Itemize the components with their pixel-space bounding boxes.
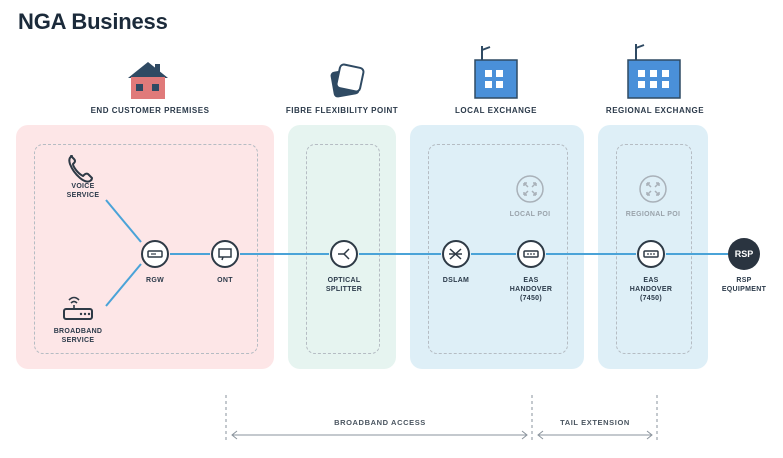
dslam-label: DSLAM [442, 277, 470, 284]
voice-service-label-line1: VOICE [71, 183, 95, 190]
link-lines [105, 199, 728, 307]
regional-exchange-building-icon [627, 44, 681, 99]
router-icon [147, 250, 163, 258]
range-markers [225, 395, 658, 440]
rsp-badge-text: RSP [734, 249, 754, 259]
rsp-equipment-label-line2: EQUIPMENT [721, 286, 767, 293]
eas-local-label: EAS HANDOVER (7450) [491, 276, 571, 303]
tail-extension-label: TAIL EXTENSION [560, 418, 630, 427]
eas-regional-label-line1: EAS [643, 277, 659, 284]
local-exchange-building-icon [474, 46, 518, 99]
rgw-label: RGW [145, 277, 164, 284]
voice-service-label: VOICE SERVICE [43, 182, 123, 200]
local-dashed-box [428, 144, 568, 354]
dslam-icon [449, 248, 462, 260]
zone-label-regional: REGIONAL EXCHANGE [605, 106, 705, 115]
splitter-label-line1: OPTICAL [327, 277, 361, 284]
zone-label-customer: END CUSTOMER PREMISES [90, 106, 210, 115]
local-poi-icon [516, 175, 544, 203]
local-poi-label: LOCAL POI [509, 211, 551, 218]
zone-label-local: LOCAL EXCHANGE [455, 106, 537, 115]
broadband-service-label: BROADBAND SERVICE [38, 327, 118, 345]
eas-regional-label-line2: HANDOVER [629, 286, 673, 293]
switch-icon [643, 250, 659, 258]
eas-regional-label-line3: (7450) [639, 295, 663, 302]
phone-icon [68, 155, 93, 183]
ont-device-icon [218, 248, 232, 261]
house-icon [128, 62, 168, 99]
ont-label: ONT [217, 277, 233, 284]
zone-label-ffp: FIBRE FLEXIBILITY POINT [285, 106, 399, 115]
rsp-node[interactable]: RSP [728, 238, 760, 270]
splitter-node[interactable] [330, 240, 358, 268]
rsp-equipment-label: RSP EQUIPMENT [704, 276, 783, 294]
range-arrows [231, 430, 653, 440]
splitter-label: OPTICAL SPLITTER [304, 276, 384, 294]
eas-local-label-line3: (7450) [519, 295, 543, 302]
broadband-access-label: BROADBAND ACCESS [334, 418, 426, 427]
splitter-label-line2: SPLITTER [325, 286, 363, 293]
eas-regional-label: EAS HANDOVER (7450) [611, 276, 691, 303]
dslam-node[interactable] [442, 240, 470, 268]
modem-icon [63, 296, 93, 320]
customer-dashed-box [34, 144, 258, 354]
link-voice-rgw [105, 199, 142, 243]
ont-node[interactable] [211, 240, 239, 268]
local-exchange-panel [410, 125, 584, 369]
page-title: NGA Business [18, 9, 168, 34]
eas-regional-node[interactable] [637, 240, 665, 268]
eas-local-label-line1: EAS [523, 277, 539, 284]
splitter-icon [338, 248, 350, 260]
eas-local-label-line2: HANDOVER [509, 286, 553, 293]
regional-dashed-box [616, 144, 692, 354]
cabinet-icon [330, 63, 365, 98]
eas-local-node[interactable] [517, 240, 545, 268]
rgw-node[interactable] [141, 240, 169, 268]
link-broadband-rgw [105, 263, 142, 307]
broadband-service-label-line2: SERVICE [61, 337, 95, 344]
rsp-equipment-label-line1: RSP [736, 277, 752, 284]
broadband-service-label-line1: BROADBAND [53, 328, 103, 335]
regional-poi-icon [639, 175, 667, 203]
regional-poi-label: REGIONAL POI [625, 211, 681, 218]
switch-icon [523, 250, 539, 258]
ffp-dashed-box [306, 144, 380, 354]
voice-service-label-line2: SERVICE [66, 192, 100, 199]
